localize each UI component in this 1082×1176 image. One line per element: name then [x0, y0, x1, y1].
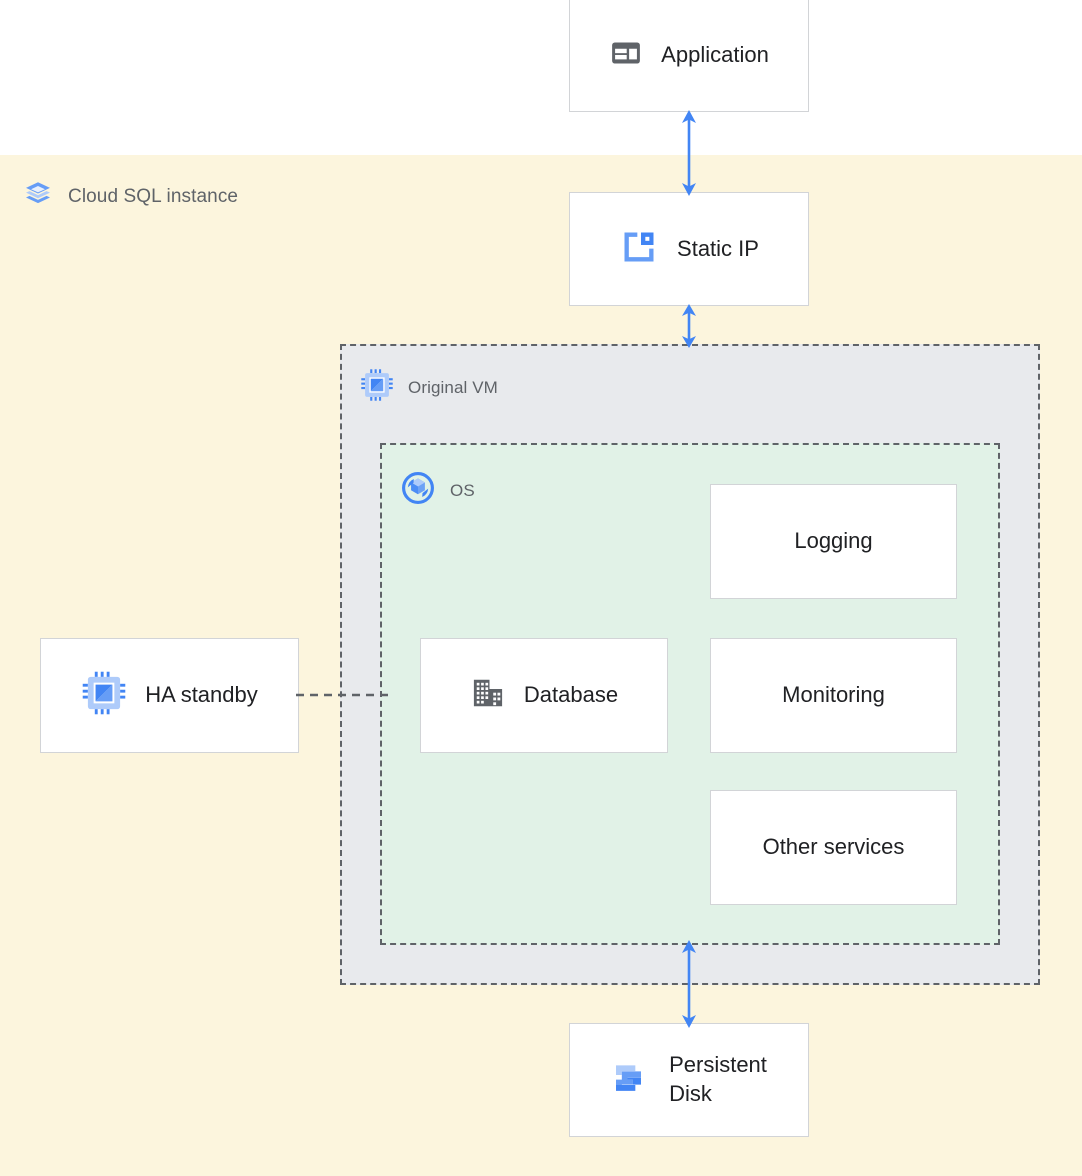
node-static-ip-label: Static IP [677, 235, 759, 261]
node-persistent-disk-label: Persistent Disk [669, 1052, 767, 1106]
node-application-label: Application [661, 41, 769, 67]
connector-static-ip-to-vm [682, 304, 696, 348]
connector-vm-to-persistent-disk [682, 940, 696, 1028]
application-window-icon [609, 36, 643, 75]
os-title: OS [400, 470, 475, 511]
cloud-sql-instance-title: Cloud SQL instance [22, 178, 238, 215]
node-logging[interactable]: Logging [710, 484, 957, 599]
node-ha-standby-label: HA standby [145, 682, 258, 708]
node-other-services-label: Other services [762, 834, 905, 860]
node-ha-standby[interactable]: HA standby [40, 638, 299, 753]
connector-ha-standby-to-database [296, 693, 392, 697]
cloud-sql-layers-icon [22, 178, 54, 215]
node-persistent-disk[interactable]: Persistent Disk [569, 1023, 809, 1137]
os-circle-icon [400, 470, 436, 511]
node-other-services[interactable]: Other services [710, 790, 957, 905]
node-static-ip[interactable]: Static IP [569, 192, 809, 306]
node-monitoring[interactable]: Monitoring [710, 638, 957, 753]
original-vm-title: Original VM [360, 368, 498, 407]
database-building-icon [470, 675, 506, 716]
static-ip-icon [619, 227, 659, 272]
connector-application-to-static-ip [682, 110, 696, 196]
original-vm-label: Original VM [408, 377, 498, 397]
node-application[interactable]: Application [569, 0, 809, 112]
cloud-sql-instance-label: Cloud SQL instance [68, 185, 239, 207]
vm-chip-icon [360, 368, 394, 407]
vm-chip-icon [81, 670, 127, 721]
node-database[interactable]: Database [420, 638, 668, 753]
os-label: OS [450, 480, 475, 500]
persistent-disk-icon [611, 1058, 651, 1103]
node-database-label: Database [523, 682, 619, 708]
node-logging-label: Logging [794, 528, 873, 554]
node-monitoring-label: Monitoring [782, 682, 885, 708]
